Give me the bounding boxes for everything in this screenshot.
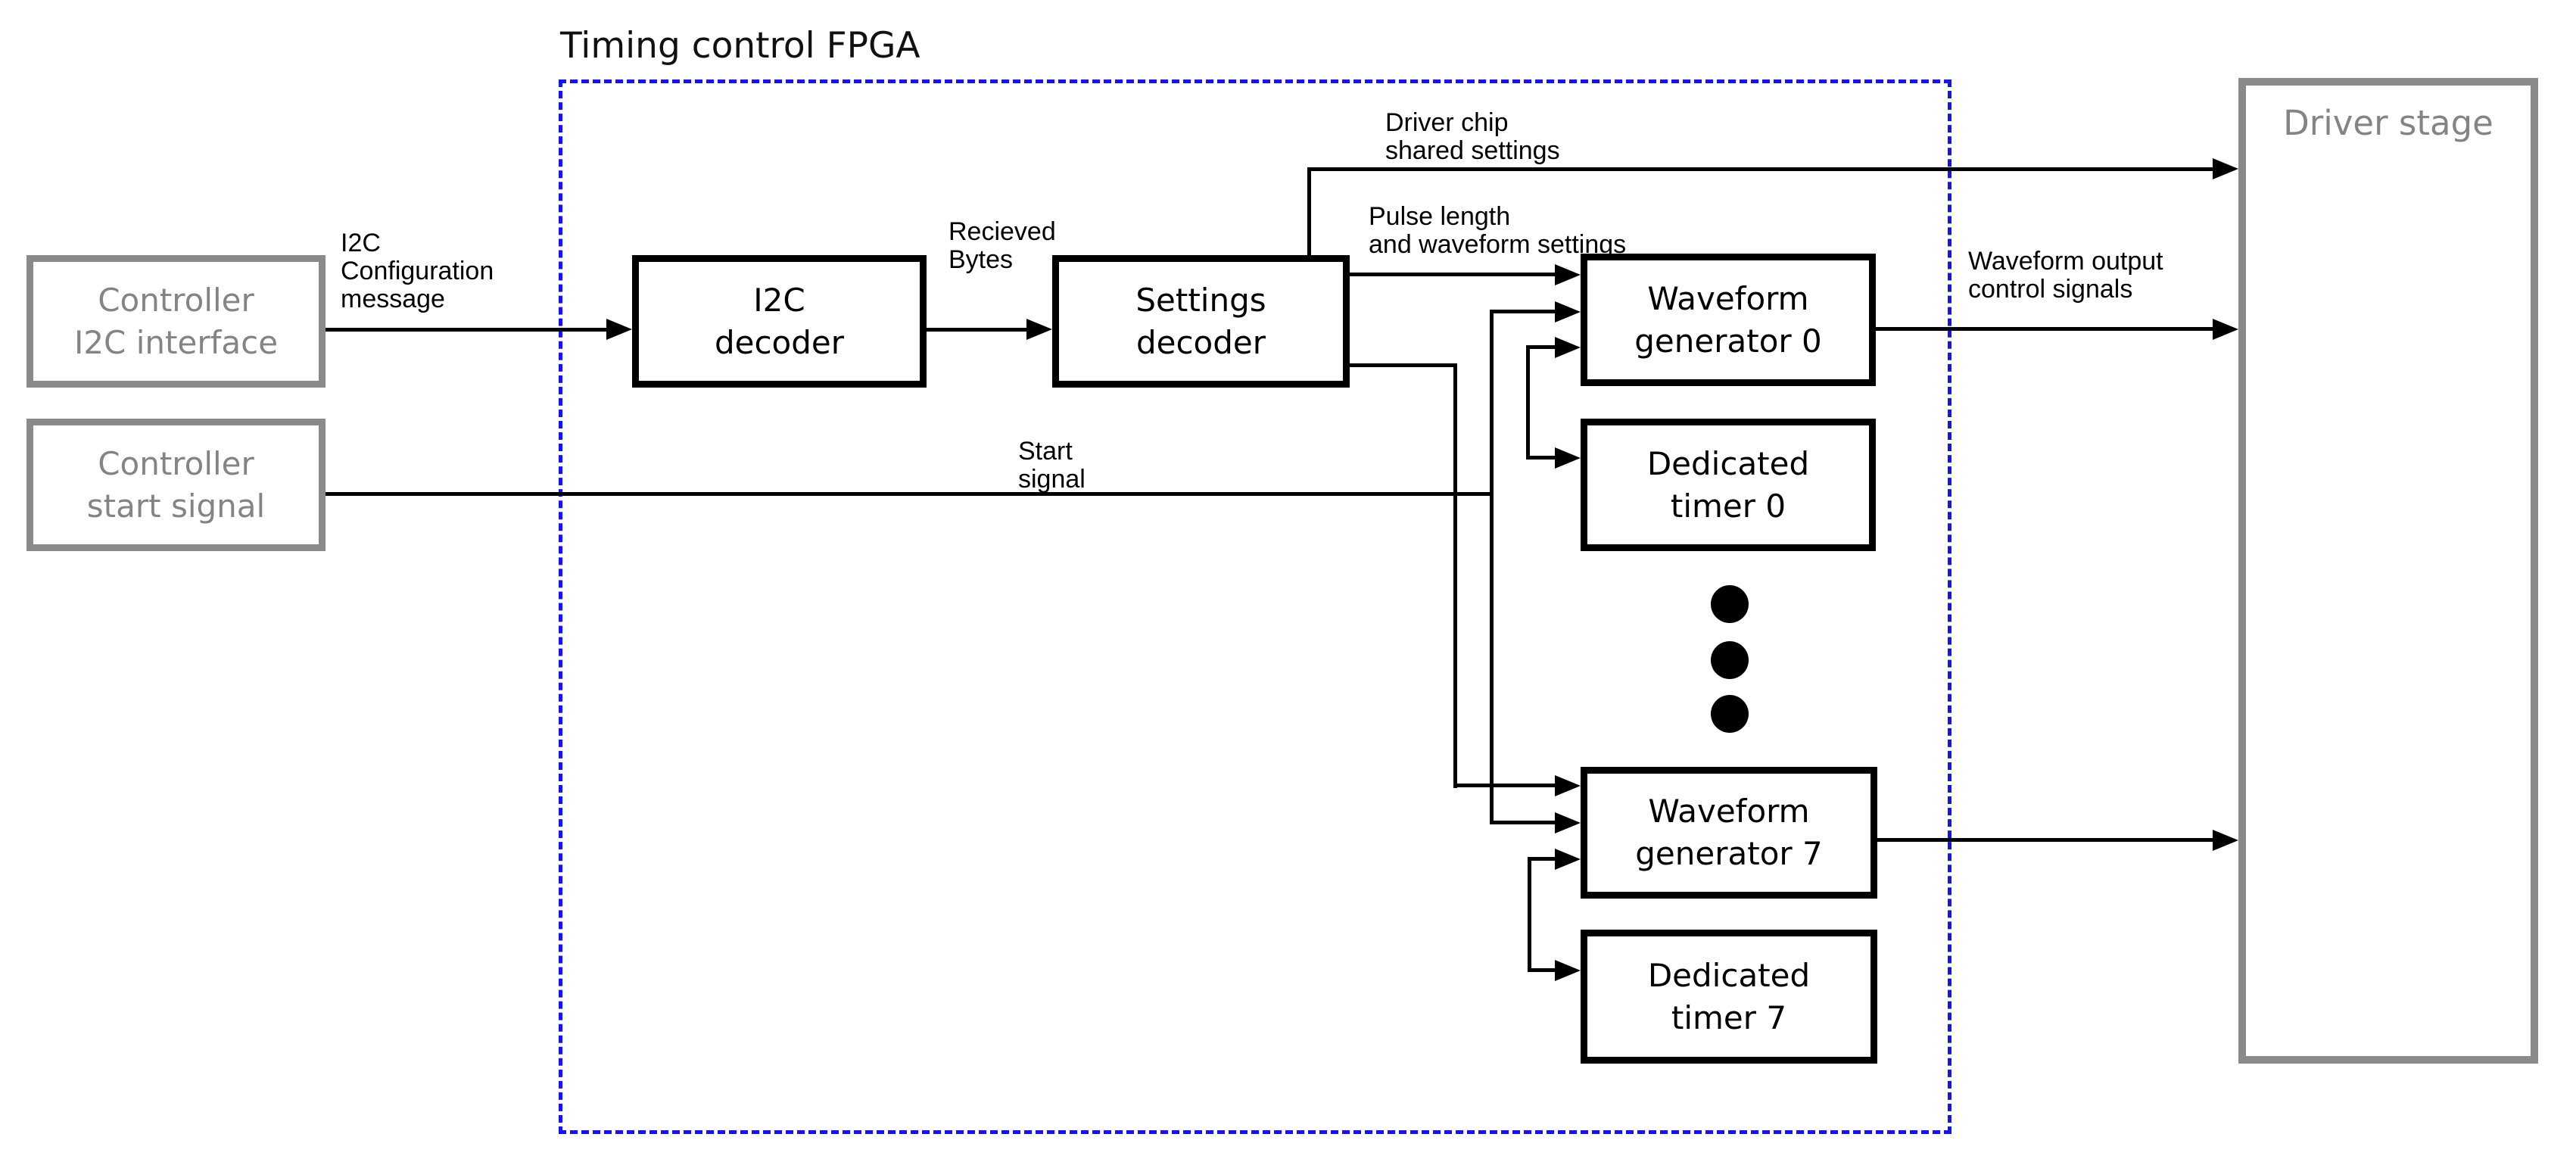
block-waveform-generator-7: Waveform generator 7: [1581, 767, 1877, 899]
wire-pulse-settings-gen7-h2: [1453, 784, 1555, 787]
label-pulse-length-waveform-settings: Pulse length and waveform settings: [1369, 203, 1626, 259]
wire-start-tee-vertical: [1490, 310, 1494, 824]
arrowhead-bracket-into-timer0: [1555, 447, 1581, 469]
block-label-line: I2C interface: [73, 323, 279, 361]
block-label-line: generator 7: [1635, 835, 1823, 872]
arrowhead-bracket-into-gen0: [1555, 337, 1581, 358]
arrowhead-settings-into-gen7: [1555, 775, 1581, 796]
block-label-line: Dedicated: [1646, 444, 1810, 482]
ellipsis-dot: [1711, 695, 1749, 733]
label-start-signal: Start signal: [1018, 438, 1086, 494]
block-label-line: Waveform: [1647, 279, 1809, 317]
block-dedicated-timer-7: Dedicated timer 7: [1581, 930, 1877, 1064]
label-line: Driver chip: [1385, 108, 1509, 137]
arrowhead-into-i2c-decoder: [606, 319, 632, 340]
wire-shared-settings-riser: [1307, 169, 1311, 255]
block-driver-stage: Driver stage: [2238, 78, 2538, 1064]
label-line: Start: [1018, 437, 1073, 466]
wire-gen0-output: [1876, 327, 2213, 331]
block-label-line: Controller: [98, 281, 254, 319]
arrowhead-bracket-into-timer7: [1555, 960, 1581, 981]
label-line: Pulse length: [1369, 202, 1511, 231]
wire-start-into-gen0: [1490, 310, 1555, 313]
arrowhead-bracket-into-gen7: [1555, 849, 1581, 870]
block-label-line: timer 7: [1671, 999, 1787, 1036]
label-line: message: [341, 285, 445, 313]
label-line: signal: [1018, 465, 1086, 494]
wire-i2c-config: [326, 328, 608, 332]
block-label-line: Settings: [1135, 281, 1266, 319]
label-line: Recieved: [948, 217, 1056, 246]
block-label-line: Waveform: [1648, 793, 1810, 830]
wire-shared-settings: [1307, 167, 2214, 171]
wire-start-signal: [326, 492, 1494, 496]
label-line: and waveform settings: [1369, 230, 1627, 259]
wire-start-into-gen7: [1490, 821, 1555, 824]
wire-pulse-settings-gen7-h1: [1350, 363, 1457, 367]
wire-pulse-settings-gen7-v: [1453, 363, 1457, 788]
block-label-line: start signal: [86, 487, 266, 525]
wire-received-bytes: [927, 328, 1028, 332]
block-label-line: timer 0: [1670, 487, 1786, 525]
block-label-line: Dedicated: [1647, 956, 1811, 994]
label-line: Configuration: [341, 257, 494, 285]
label-line: Bytes: [948, 245, 1014, 274]
label-line: I2C: [341, 229, 381, 257]
block-label-line: generator 0: [1634, 322, 1822, 360]
arrowhead-start-into-gen0: [1555, 301, 1581, 322]
arrowhead-gen0-into-driver: [2213, 319, 2238, 340]
label-line: control signals: [1968, 275, 2133, 304]
wire-gen7-output: [1877, 838, 2213, 842]
fpga-boundary: [559, 79, 1951, 1134]
diagram-title: Timing control FPGA: [560, 25, 920, 67]
block-label-line: decoder: [1135, 323, 1266, 361]
arrowhead-into-settings-decoder: [1026, 319, 1052, 340]
arrowhead-shared-settings-into-driver: [2213, 158, 2238, 179]
block-label-line: Controller: [98, 444, 254, 482]
label-waveform-output-control-signals: Waveform output control signals: [1968, 248, 2163, 304]
label-line: shared settings: [1385, 136, 1560, 165]
block-settings-decoder: Settings decoder: [1052, 255, 1350, 388]
block-label-line: I2C: [753, 281, 805, 319]
arrowhead-start-into-gen7: [1555, 812, 1581, 833]
wire-timer7-bracket-top: [1528, 857, 1555, 861]
label-driver-chip-shared-settings: Driver chip shared settings: [1385, 109, 1560, 165]
wire-timer7-bracket-bottom: [1528, 968, 1555, 972]
wire-pulse-settings-gen0: [1350, 273, 1555, 276]
label-received-bytes: Recieved Bytes: [948, 218, 1056, 274]
wire-timer0-bracket-vertical: [1526, 345, 1530, 460]
ellipsis-dot: [1711, 585, 1749, 623]
block-controller-start-signal: Controller start signal: [26, 419, 326, 551]
wire-timer7-bracket-vertical: [1528, 857, 1531, 972]
ellipsis-dot: [1711, 641, 1749, 679]
block-i2c-decoder: I2C decoder: [632, 255, 927, 388]
wire-timer0-bracket-bottom: [1526, 456, 1555, 460]
arrowhead-gen7-into-driver: [2213, 830, 2238, 851]
arrowhead-settings-into-gen0: [1555, 264, 1581, 285]
block-dedicated-timer-0: Dedicated timer 0: [1581, 419, 1876, 551]
block-label-line: decoder: [714, 323, 845, 361]
label-i2c-configuration-message: I2C Configuration message: [341, 229, 494, 313]
wire-timer0-bracket-top: [1526, 345, 1555, 349]
block-waveform-generator-0: Waveform generator 0: [1581, 254, 1876, 386]
block-controller-i2c-interface: Controller I2C interface: [26, 255, 326, 388]
block-label-line: Driver stage: [2283, 103, 2493, 143]
label-line: Waveform output: [1968, 247, 2163, 276]
